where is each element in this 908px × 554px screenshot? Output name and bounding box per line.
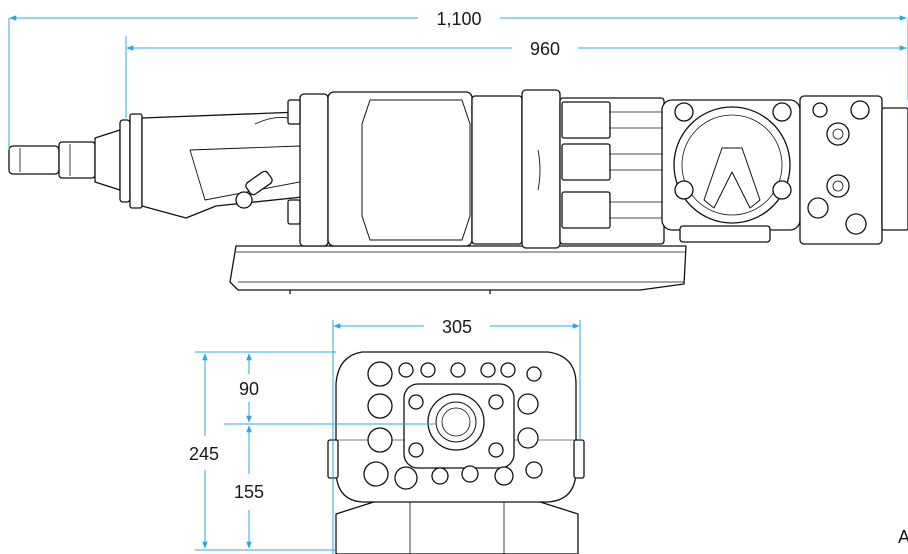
dim-width: 305 [442, 317, 472, 337]
dim-upper-height: 90 [239, 379, 259, 399]
dim-lower-height: 155 [234, 482, 264, 502]
base-plate [229, 245, 687, 294]
front-view [327, 351, 585, 554]
dimension-lines [8, 15, 908, 554]
grease-nipple [235, 170, 273, 209]
valve-cover [661, 99, 801, 243]
crankcase-flange [287, 93, 329, 247]
end-block [799, 95, 908, 245]
cover-bolts [674, 102, 792, 200]
dim-total-height: 245 [189, 444, 219, 464]
bearing-housing [141, 111, 315, 219]
dimension-labels: 1,100 960 305 245 90 155 A [189, 9, 908, 547]
crankcase [327, 89, 561, 249]
side-view [8, 89, 908, 294]
left-plugs [363, 361, 418, 490]
drive-shaft [8, 129, 121, 191]
dim-body-length: 960 [530, 39, 560, 59]
right-plugs [431, 393, 543, 486]
flange [119, 113, 143, 209]
corner-label: A [898, 527, 908, 547]
dim-overall-length: 1,100 [436, 9, 481, 29]
front-frame [335, 499, 579, 554]
top-nuts [398, 362, 542, 382]
plunger-section [559, 97, 665, 245]
